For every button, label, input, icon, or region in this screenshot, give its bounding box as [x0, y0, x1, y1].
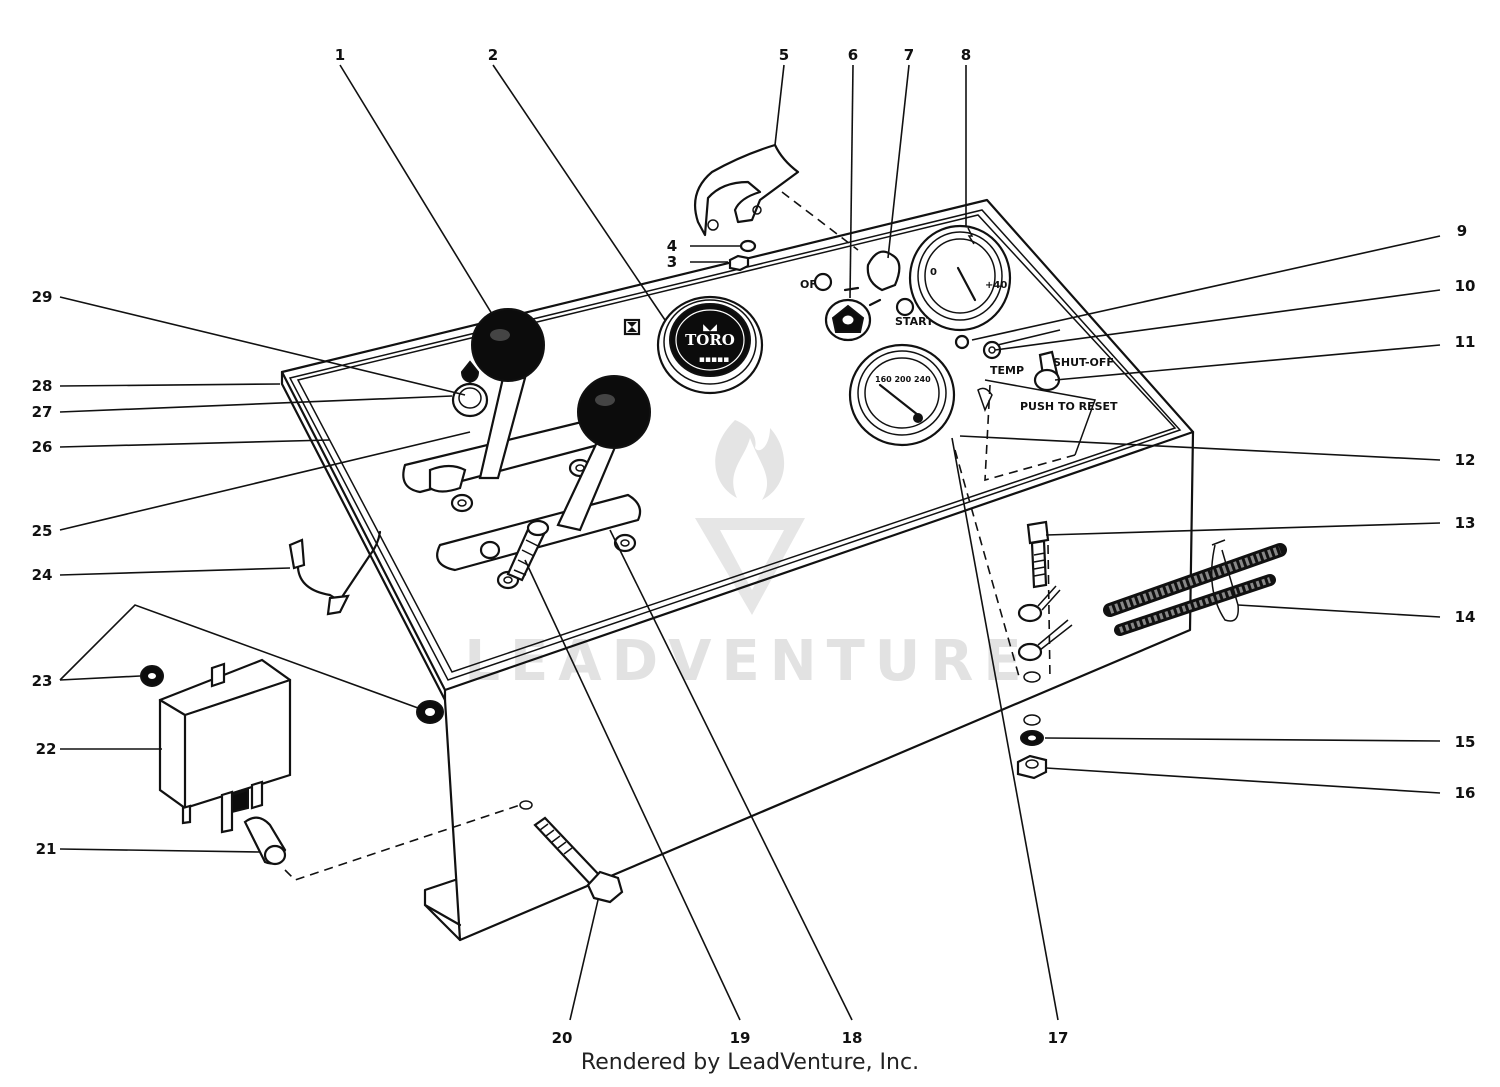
- callout-16: 16: [1455, 784, 1476, 802]
- svg-text:0: 0: [930, 267, 937, 278]
- callout-25: 25: [32, 522, 53, 540]
- callout-4: 4: [667, 237, 677, 255]
- nut-16: [1016, 754, 1048, 780]
- hour-meter: TORO ◣◢ ▪▪▪▪▪: [623, 295, 764, 395]
- lever-slots: [402, 418, 642, 590]
- callout-numbers: 1 2 3 4 5 6 7 8 9 10 11 12 13 14 15 16 1…: [32, 46, 1476, 1047]
- warning-light: [451, 360, 489, 418]
- wire-harness: [1103, 539, 1287, 636]
- callout-18: 18: [842, 1029, 863, 1047]
- ignition-switch[interactable]: OFF START: [800, 272, 934, 342]
- callout-29: 29: [32, 288, 53, 306]
- callout-24: 24: [32, 566, 53, 584]
- ammeter-gauge: +40 0: [908, 224, 1012, 332]
- callout-11: 11: [1455, 333, 1476, 351]
- callout-14: 14: [1455, 608, 1476, 626]
- washers-15: [1020, 714, 1044, 746]
- callout-9: 9: [1457, 222, 1467, 240]
- callout-1: 1: [335, 46, 345, 64]
- callout-22: 22: [36, 740, 57, 758]
- assembly-dashed-lines: [781, 191, 1051, 681]
- callout-5: 5: [779, 46, 789, 64]
- svg-text:◣◢: ◣◢: [703, 323, 717, 333]
- callout-26: 26: [32, 438, 53, 456]
- callout-23: 23: [32, 672, 53, 690]
- wire-lead-24: [288, 530, 382, 616]
- watermark-text: LEADVENTURE: [464, 629, 1031, 694]
- shut-off-assembly: TEMP SHUT-OFF PUSH TO RESET: [954, 329, 1118, 482]
- callout-20: 20: [552, 1029, 573, 1047]
- callout-19: 19: [730, 1029, 751, 1047]
- callout-27: 27: [32, 403, 53, 421]
- bolt-13: [1026, 520, 1050, 589]
- callout-7: 7: [904, 46, 914, 64]
- callout-28: 28: [32, 377, 53, 395]
- meter-brand-label: TORO: [685, 331, 735, 349]
- temperature-gauge: 160 200 240: [848, 343, 956, 447]
- callout-2: 2: [488, 46, 498, 64]
- push-to-reset-label: PUSH TO RESET: [1020, 400, 1118, 413]
- lever-bracket: [694, 143, 800, 237]
- start-label: START: [895, 315, 934, 328]
- bolt-20: [533, 816, 624, 904]
- callout-10: 10: [1455, 277, 1476, 295]
- relay-module: [158, 658, 292, 834]
- grommets-23: [140, 665, 444, 724]
- throttle-lever[interactable]: [428, 308, 545, 493]
- callout-17: 17: [1048, 1029, 1069, 1047]
- callout-13: 13: [1455, 514, 1476, 532]
- choke-lever[interactable]: [479, 375, 651, 560]
- console-body: [280, 198, 1195, 942]
- footer-credit: Rendered by LeadVenture, Inc.: [580, 1050, 920, 1075]
- svg-text:▪▪▪▪▪: ▪▪▪▪▪: [699, 355, 730, 365]
- nut-3-washer-4: [728, 239, 757, 272]
- ring-terminals: [1017, 585, 1073, 683]
- callout-21: 21: [36, 840, 57, 858]
- callout-6: 6: [848, 46, 858, 64]
- connector-21: [243, 800, 533, 881]
- callout-3: 3: [667, 253, 677, 271]
- callout-8: 8: [961, 46, 971, 64]
- temp-label: TEMP: [990, 364, 1024, 377]
- watermark-v-icon: [695, 518, 805, 615]
- callout-12: 12: [1455, 451, 1476, 469]
- watermark: LEADVENTURE: [464, 420, 1031, 694]
- callout-15: 15: [1455, 733, 1476, 751]
- svg-text:160 200 240: 160 200 240: [875, 375, 931, 384]
- watermark-flame-icon: [715, 420, 785, 500]
- bolt-19: [506, 519, 550, 582]
- shut-off-label: SHUT-OFF: [1053, 356, 1114, 369]
- leader-lines: [59, 64, 1441, 1021]
- ignition-key: [866, 250, 901, 292]
- svg-text:+40: +40: [985, 280, 1007, 291]
